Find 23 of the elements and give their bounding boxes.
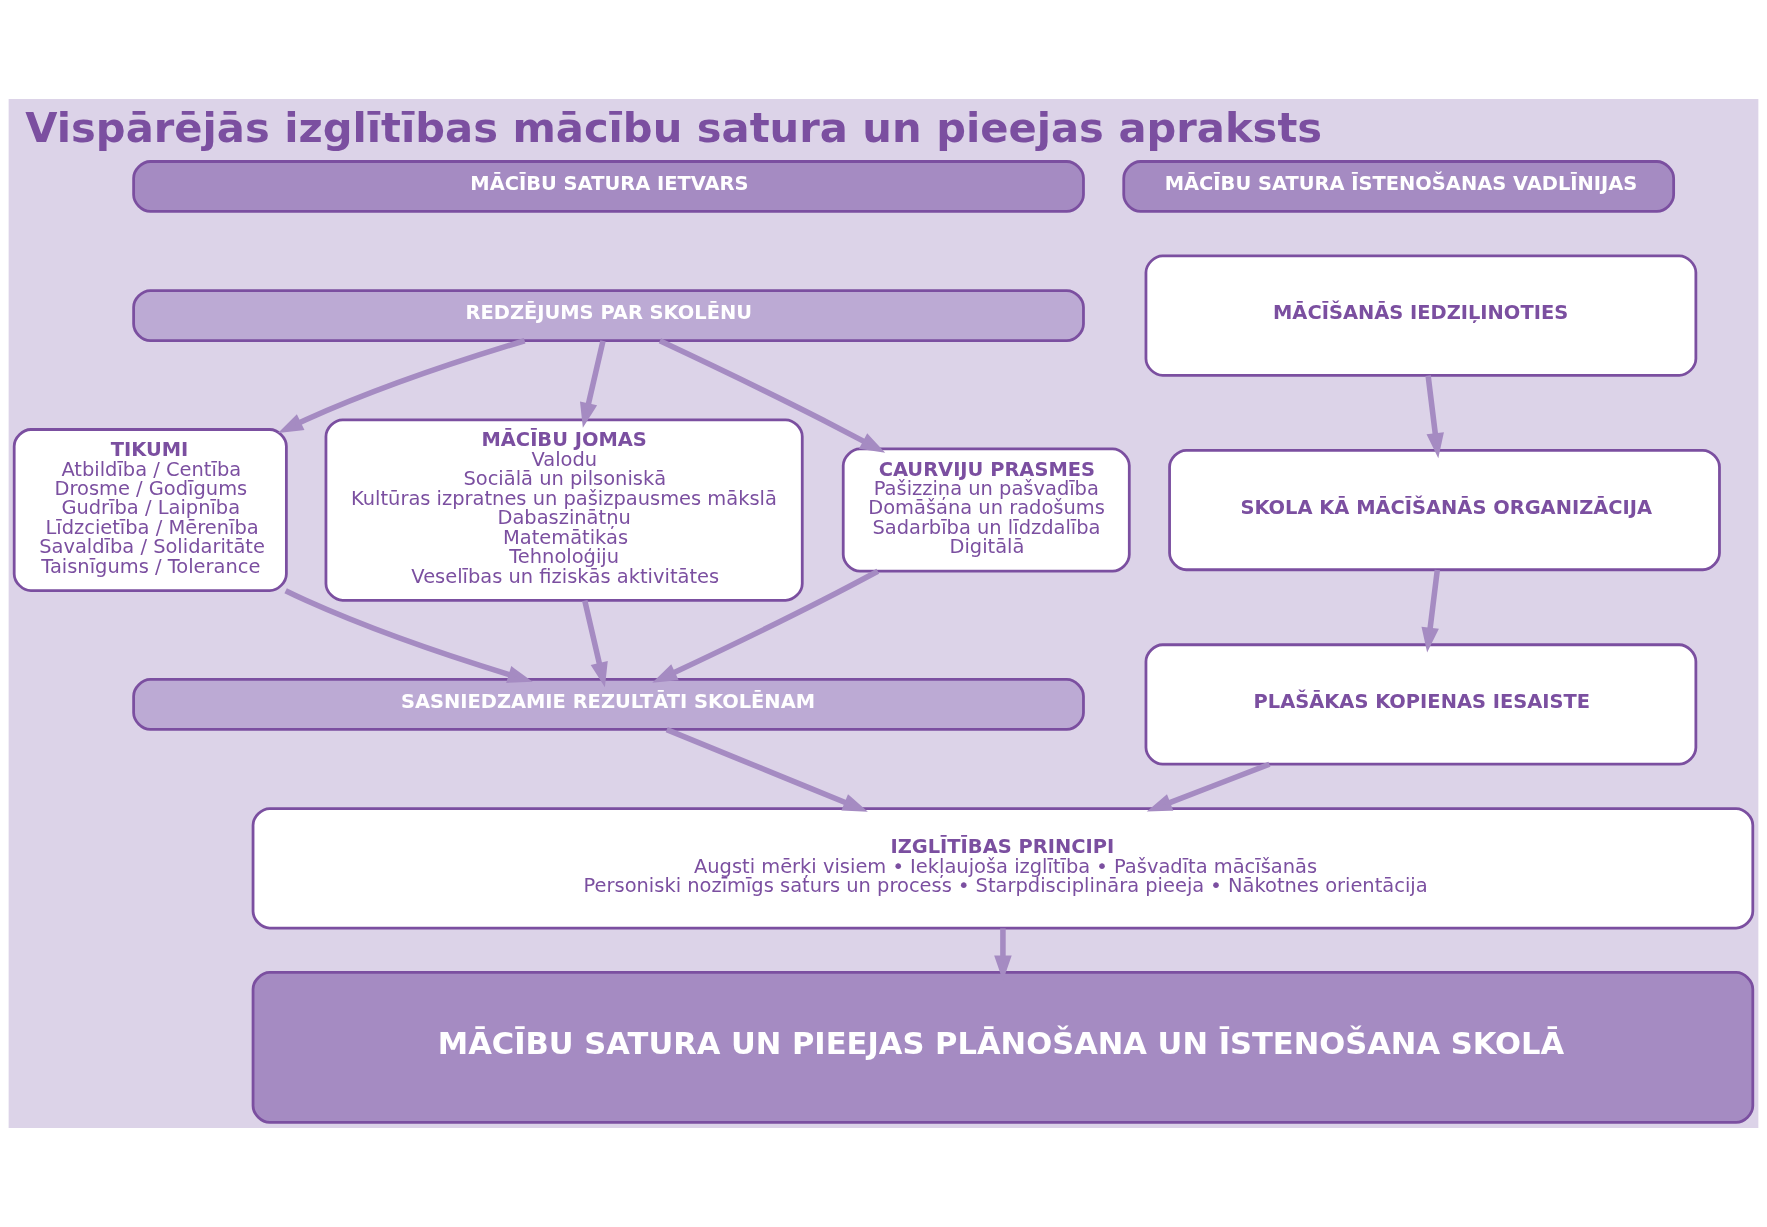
arrow [1421,569,1441,653]
node-box: MĀCĪBU JOMAS Valodu Sociālā un pilsoniskā Kultūras izpratnes un pašizpausmes mākslā Dabaszinātņu Matemātikas Tehnoloģiju Veselības un fiziskās aktivitātes [324,418,804,602]
arrow [579,340,606,428]
arrow [665,727,868,812]
arrow [652,568,880,683]
node-box: TIKUMI Atbildība / Centība Drosme / Godīgums Gudrība / Laipnība Līdzcietība / Mērenība Savaldība / Solidaritāte Taisnīgums / Tolerance [12,428,288,592]
arrow [1146,761,1271,812]
arrow [658,338,886,453]
arrow [582,599,608,688]
arrow [1425,375,1444,459]
arrow [284,588,533,683]
node-box: SASNIEDZAMIE REZULTĀTI SKOLĒNAM [132,678,1085,731]
node-box: IZGLĪTĪBAS PRINCIPI Augsti mērķi visiem • Iekļaujoša izglītība • Pašvadīta mācīšanās Personiski nozīmīgs saturs un process • Starpdisciplināra pieeja • Nākotnes orientācija [251,807,1755,930]
arrow [278,338,526,433]
node-box: MĀCĪBU SATURA UN PIEEJAS PLĀNOŠANA UN ĪSTENOŠANA SKOLĀ [251,971,1755,1124]
node-box: CAURVIJU PRASMES Pašizziņa un pašvadība Domāšana un radošums Sadarbība un līdzdalība Digitālā [841,447,1131,573]
node-box: MĀCĪŠANĀS IEDZIĻINOTIES [1144,254,1698,377]
diagram-title: Vispārējās izglītības mācību satura un pieejas apraksts [25,103,1323,153]
node-box: MĀCĪBU SATURA IETVARS [132,160,1085,213]
node-box: REDZĒJUMS PAR SKOLĒNU [132,289,1085,342]
node-box: SKOLA KĀ MĀCĪŠANĀS ORGANIZĀCIJA [1168,448,1721,572]
node-box: MĀCĪBU SATURA ĪSTENOŠANAS VADLĪNIJAS [1122,160,1676,213]
node-box: PLAŠĀKAS KOPIENAS IESAISTE [1144,643,1698,766]
